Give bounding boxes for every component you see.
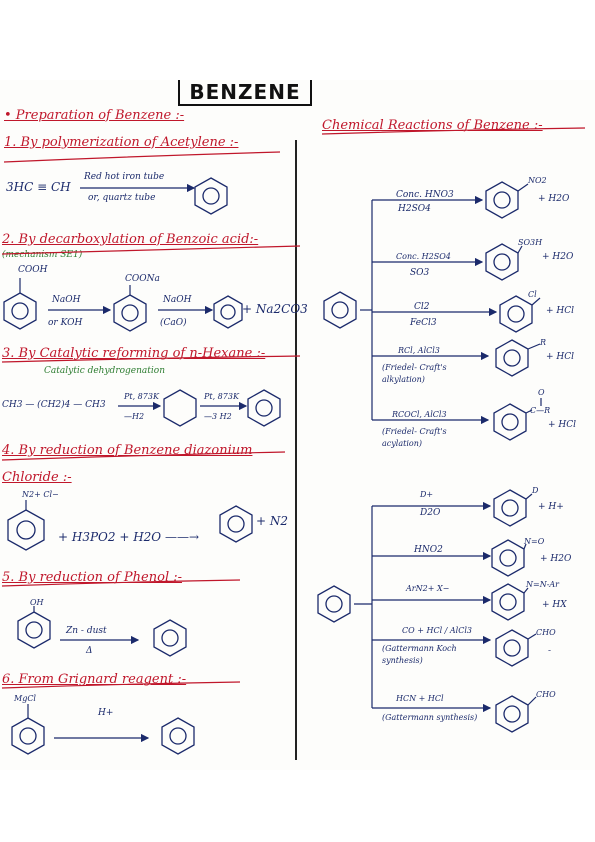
s2-benzoic-acid-ring bbox=[3, 278, 37, 330]
r2-reagent-top: Conc. H2SO4 bbox=[396, 252, 451, 261]
s5-phenol-ring bbox=[17, 606, 51, 649]
r8-reagent-top: ArN2+ X− bbox=[406, 584, 450, 593]
r10-reagent-top: HCN + HCl bbox=[396, 694, 444, 703]
reaction-branches-1 bbox=[360, 195, 498, 425]
s6-benzene-ring bbox=[161, 717, 195, 755]
r6-substituent: D bbox=[532, 486, 539, 495]
r8-substituent: N=N-Ar bbox=[526, 580, 560, 589]
preparation-heading: • Preparation of Benzene :- bbox=[4, 108, 185, 123]
r3-reagent-top: Cl2 bbox=[414, 302, 430, 312]
s4-substituent: N2+ Cl− bbox=[22, 490, 59, 499]
s5-reagent-bottom: Δ bbox=[86, 646, 93, 656]
s4-diazonium-ring bbox=[7, 500, 45, 551]
s1-condition-bottom: or, quartz tube bbox=[88, 193, 156, 203]
s2-reagent-1-bottom: or KOH bbox=[48, 318, 83, 328]
reaction-products-2 bbox=[491, 489, 537, 733]
r10-substituent: CHO bbox=[536, 690, 556, 699]
s2-reagent-2-top: NaOH bbox=[163, 295, 192, 305]
s3-condition-2-top: Pt, 873K bbox=[204, 392, 239, 401]
r2-reagent-bottom: SO3 bbox=[410, 268, 430, 278]
r5-carbonyl-oxygen: O bbox=[538, 388, 545, 397]
r5-byproduct: + HCl bbox=[548, 420, 577, 430]
r9-reagent-bottom: (Gattermann Koch synthesis) bbox=[382, 644, 457, 665]
s2-substituent-2: COONa bbox=[125, 274, 160, 284]
r3-substituent: Cl bbox=[528, 290, 537, 299]
s1-condition-top: Red hot iron tube bbox=[84, 172, 165, 182]
reaction-products-1 bbox=[485, 181, 542, 441]
s5-reagent-top: Zn - dust bbox=[66, 626, 107, 636]
r1-substituent: NO2 bbox=[528, 176, 547, 185]
reaction-branches-2 bbox=[354, 501, 492, 713]
s4-byproduct: + N2 bbox=[256, 514, 289, 528]
r4-reagent-top: RCl, AlCl3 bbox=[398, 346, 440, 355]
r8-byproduct: + HX bbox=[542, 600, 567, 610]
s4-benzene-ring bbox=[219, 505, 253, 543]
s1-benzene-ring bbox=[194, 177, 228, 215]
r4-reagent-bottom: (Friedel- Craft's alkylation) bbox=[382, 363, 447, 384]
s5-substituent: OH bbox=[30, 598, 44, 607]
r1-reagent-top: Conc. HNO3 bbox=[396, 190, 454, 200]
r2-substituent: SO3H bbox=[518, 238, 543, 247]
s3-cyclohexane-ring bbox=[163, 389, 197, 427]
r5-substituent: C—R bbox=[530, 406, 551, 415]
r1-byproduct: + H2O bbox=[538, 194, 570, 204]
r7-byproduct: + H2O bbox=[540, 554, 572, 564]
s6-grignard-ring bbox=[11, 704, 45, 755]
s2-sodium-benzoate-ring bbox=[113, 285, 147, 332]
s2-benzene-ring bbox=[213, 295, 243, 329]
s6-reagent: H+ bbox=[98, 708, 114, 718]
r9-reagent-top: CO + HCl / AlCl3 bbox=[402, 626, 473, 635]
s3-condition-2-bottom: —3 H2 bbox=[204, 412, 232, 421]
s4-equation: + H3PO2 + H2O ——→ bbox=[58, 530, 200, 544]
r6-reagent-top: D+ bbox=[420, 490, 434, 499]
r1-reagent-bottom: H2SO4 bbox=[398, 204, 431, 214]
r4-byproduct: + HCl bbox=[546, 352, 575, 362]
reactions-benzene-ring-2 bbox=[317, 585, 351, 623]
r3-reagent-bottom: FeCl3 bbox=[410, 318, 437, 328]
s1-reactant: 3HC ≡ CH bbox=[6, 180, 71, 194]
s3-reactant: CH3 — (CH2)4 — CH3 bbox=[2, 400, 106, 410]
r3-byproduct: + HCl bbox=[546, 306, 575, 316]
r7-substituent: N=O bbox=[524, 537, 545, 546]
section-5-title: 5. By reduction of Phenol :- bbox=[2, 570, 183, 585]
s3-condition-1-top: Pt, 873K bbox=[124, 392, 159, 401]
section-4-title-line2: Chloride :- bbox=[2, 470, 72, 485]
r6-reagent-bottom: D2O bbox=[420, 508, 441, 518]
r5-reagent-bottom: (Friedel- Craft's acylation) bbox=[382, 427, 447, 448]
reactions-benzene-ring-1 bbox=[323, 291, 357, 329]
s5-benzene-ring bbox=[153, 619, 187, 657]
r5-reagent-top: RCOCl, AlCl3 bbox=[392, 410, 447, 419]
s3-subtitle: Catalytic dehydrogenation bbox=[44, 366, 166, 376]
r2-byproduct: + H2O bbox=[542, 252, 574, 262]
s2-reagent-1-top: NaOH bbox=[52, 295, 81, 305]
s3-benzene-ring bbox=[247, 389, 281, 427]
s2-substituent-1: COOH bbox=[18, 265, 48, 275]
r6-byproduct: + H+ bbox=[538, 502, 564, 512]
r9-byproduct: - bbox=[548, 646, 552, 656]
r4-substituent: R bbox=[540, 338, 547, 347]
r10-reagent-bottom: (Gattermann synthesis) bbox=[382, 713, 478, 722]
section-6-title: 6. From Grignard reagent :- bbox=[2, 672, 187, 687]
s2-reagent-2-bottom: (CaO) bbox=[160, 318, 187, 328]
s3-condition-1-bottom: —H2 bbox=[124, 412, 145, 421]
s2-mechanism: (mechanism SE1) bbox=[2, 250, 83, 260]
section-2-title: 2. By decarboxylation of Benzoic acid:- bbox=[2, 232, 259, 247]
page-title: BENZENE bbox=[178, 80, 312, 106]
s2-byproduct: + Na2CO3 bbox=[242, 302, 308, 316]
section-1-title: 1. By polymerization of Acetylene :- bbox=[4, 135, 239, 150]
column-divider bbox=[295, 140, 297, 760]
r7-reagent-top: HNO2 bbox=[414, 545, 443, 555]
r9-substituent: CHO bbox=[536, 628, 556, 637]
s6-substituent: MgCl bbox=[14, 694, 36, 703]
